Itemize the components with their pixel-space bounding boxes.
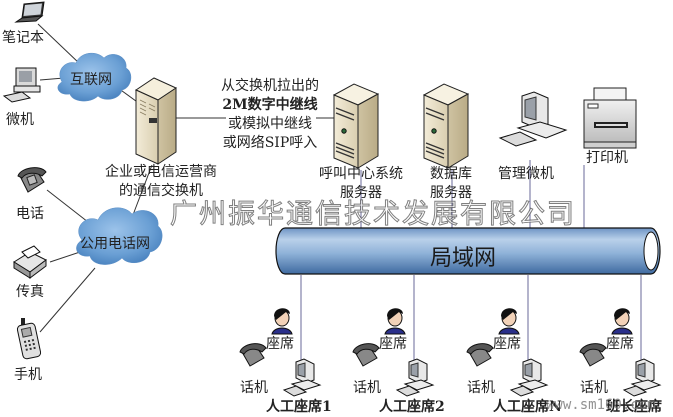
internet-cloud-icon [57,52,132,102]
agent-group [466,308,549,397]
desk-phone-icon [579,343,607,367]
agent-group [239,308,322,397]
pstn-cloud-icon [76,207,163,265]
mobile-label: 手机 [14,367,42,383]
switch-label-line1: 企业或电信运营商 [105,164,217,180]
trunk-note-line2: 2M数字中继线 [222,97,318,113]
management-pc-label: 管理微机 [498,166,554,182]
agent-group [579,308,662,397]
agent-pc-icon [395,358,435,397]
trunk-note-line3: 或模拟中继线 [228,116,312,132]
desktop-pc-icon [2,67,41,103]
agent-station-label: 班长座席 [606,399,662,415]
telephone-icon [17,167,47,193]
agent-seat-label: 座席 [266,336,294,352]
lan-drop-lines [300,160,642,360]
printer-label: 打印机 [586,150,628,166]
agent-phone-label: 话机 [580,380,608,396]
link-pc-internet [39,77,65,81]
lan-label: 局域网 [430,246,497,271]
fax-icon [13,245,47,279]
agent-phone-label: 话机 [353,380,381,396]
database-server-label-line1: 数据库 [430,166,472,182]
telephone-label: 电话 [16,206,44,222]
switch-cabinet-icon [134,77,178,165]
link-laptop-internet [37,23,81,65]
database-server-label-line2: 服务器 [430,185,472,201]
agent-person-icon [384,308,406,335]
link-phone-pstn [46,189,89,223]
agent-pc-icon [509,358,549,397]
agent-person-icon [271,308,293,335]
lan-tube-icon [275,227,661,275]
agent-station-label: 人工座席N [493,399,562,415]
company-watermark: 广州振华通信技术发展有限公司 [170,199,576,231]
database-server-icon [422,83,470,169]
fax-label: 传真 [16,284,44,300]
desk-phone-icon [466,343,494,367]
switch-label-line2: 的通信交换机 [119,183,203,199]
agent-station-label: 人工座席2 [379,399,445,415]
url-watermark: www.sm160.com [546,397,656,413]
agent-person-icon [611,308,633,335]
management-pc-icon [498,91,568,147]
agent-seat-label: 座席 [606,336,634,352]
agent-person-icon [498,308,520,335]
printer-icon [583,87,637,149]
desk-phone-icon [239,343,267,367]
agent-pc-icon [282,358,322,397]
link-fax-pstn [49,251,81,263]
call-center-server-label-line1: 呼叫中心系统 [319,166,403,182]
laptop-label: 笔记本 [2,30,44,46]
trunk-note-line1: 从交换机拉出的 [221,78,319,94]
agent-group [352,308,435,397]
agent-phone-label: 话机 [467,380,495,396]
call-center-server-icon [332,83,380,169]
agent-phone-label: 话机 [240,380,268,396]
desk-phone-icon [352,343,380,367]
link-mobile-pstn [39,267,96,333]
mobile-phone-icon [16,318,42,360]
laptop-icon [14,1,45,23]
pc-label: 微机 [6,112,34,128]
call-center-server-label-line2: 服务器 [340,185,382,201]
pstn-cloud-label: 公用电话网 [80,236,150,252]
agent-seat-label: 座席 [493,336,521,352]
internet-cloud-label: 互联网 [70,72,112,88]
trunk-note-line4: 或网络SIP呼入 [222,135,318,151]
agent-seat-label: 座席 [379,336,407,352]
agent-station-label: 人工座席1 [266,399,332,415]
agent-pc-icon [622,358,662,397]
